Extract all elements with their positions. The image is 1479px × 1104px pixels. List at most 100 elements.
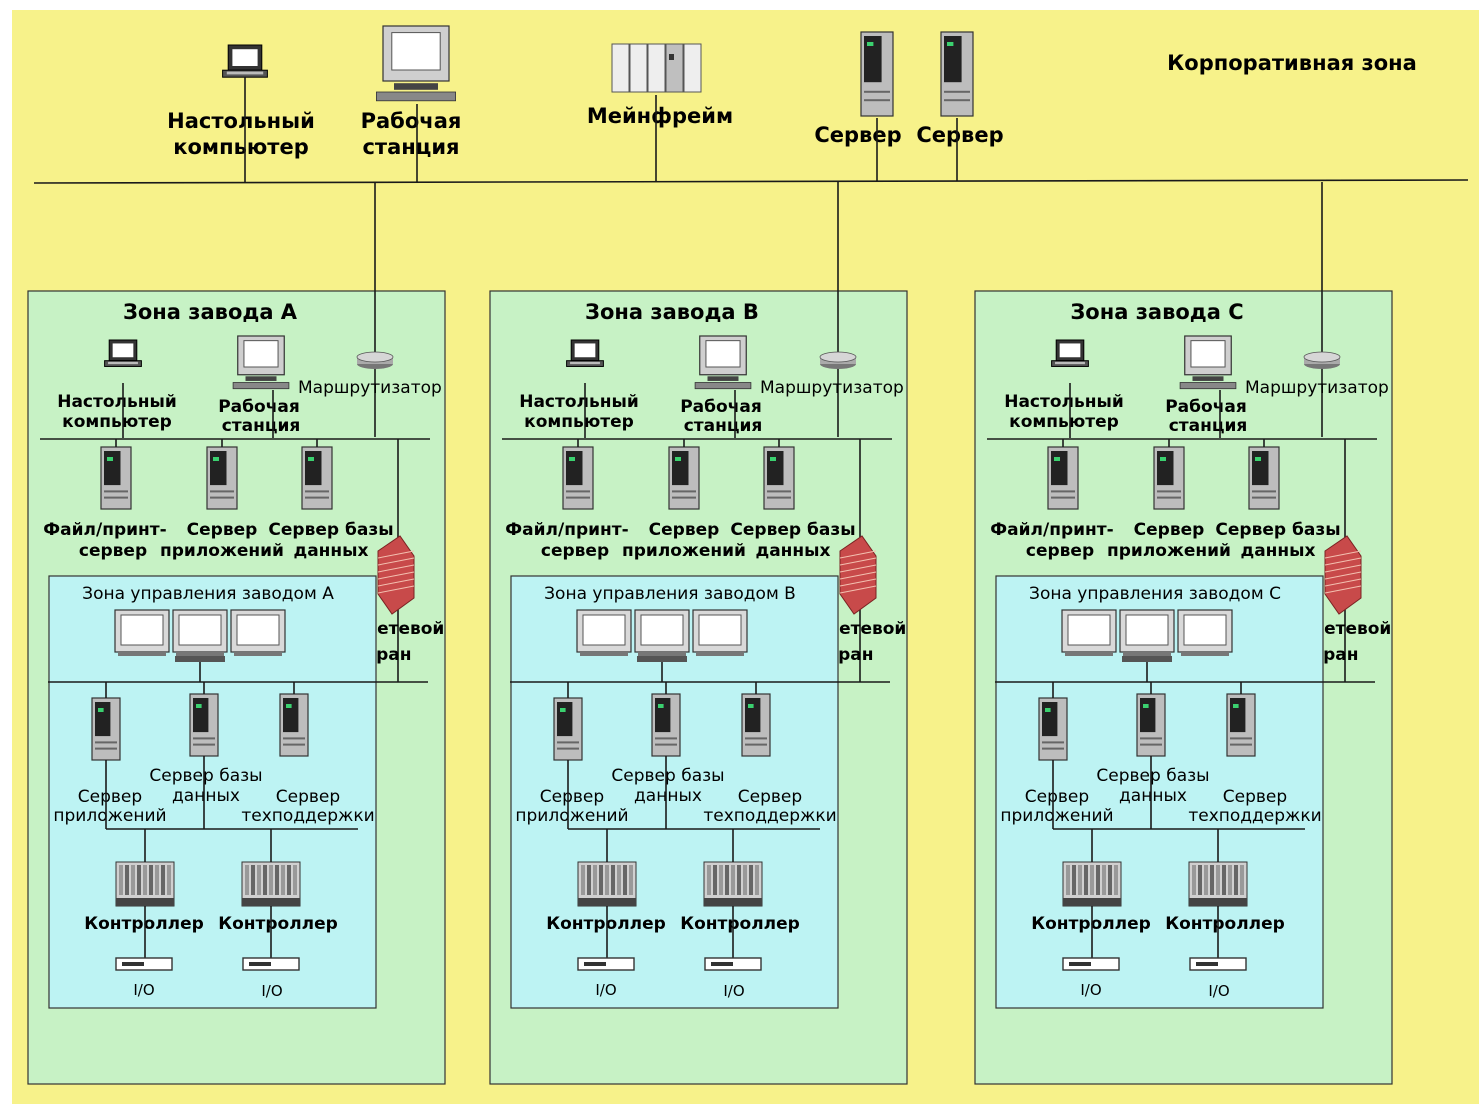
plant-zone-a: Зона завода AНастольныйкомпьютерРабочаяс… — [27, 182, 446, 1085]
operator-console-icon — [114, 609, 286, 662]
firewall-icon — [839, 535, 877, 615]
db-server-label: данных — [1240, 541, 1315, 561]
plant-workstation-label: станция — [684, 416, 763, 436]
file-print-server-label: сервер — [1026, 541, 1094, 561]
file-print-server-label: Файл/принт- — [43, 520, 166, 540]
corporate-zone-label: Корпоративная зона — [1167, 51, 1417, 75]
plant-workstation-label: Рабочая — [1165, 397, 1247, 417]
corp-workstation-label: станция — [362, 135, 459, 159]
server-icon — [1248, 446, 1280, 510]
control-zone-title: Зона управления заводом A — [82, 584, 334, 604]
ctrl-db-server-label: Сервер базы — [611, 766, 724, 786]
io-module-icon — [1062, 957, 1120, 971]
plant-desktop-label: Настольный — [57, 392, 177, 412]
controller-icon — [115, 861, 175, 907]
ctrl-support-server-label: техподдержки — [1188, 806, 1321, 826]
router-icon — [356, 351, 394, 369]
server-icon — [562, 446, 594, 510]
io-module-icon — [242, 957, 300, 971]
controller-icon — [241, 861, 301, 907]
workstation-icon — [1179, 335, 1237, 390]
corp-desktop-label: Настольный — [167, 109, 315, 133]
ctrl-support-server-label: Сервер — [276, 787, 340, 807]
server-icon — [1136, 693, 1166, 757]
desktop-computer-icon — [566, 339, 604, 367]
firewall-icon — [1324, 535, 1362, 615]
app-server-label: Сервер — [187, 520, 258, 540]
control-zone-title: Зона управления заводом C — [1029, 584, 1281, 604]
plant-zone-title: Зона завода C — [1070, 300, 1243, 324]
controller-label: Контроллер — [218, 914, 338, 934]
ctrl-app-server-label: Сервер — [540, 787, 604, 807]
controller-label: Контроллер — [1165, 914, 1285, 934]
server-icon — [763, 446, 795, 510]
db-server-label: данных — [755, 541, 830, 561]
app-server-label: Сервер — [649, 520, 720, 540]
control-zone: Зона управления заводом BСерверприложени… — [510, 575, 890, 1009]
router-icon — [819, 351, 857, 369]
desktop-computer-icon — [104, 339, 142, 367]
server-icon — [668, 446, 700, 510]
ctrl-db-server-label: данных — [172, 786, 240, 806]
plant-desktop-label: Настольный — [1004, 392, 1124, 412]
io-label: I/O — [1208, 982, 1229, 1000]
server-icon — [279, 693, 309, 757]
plant-workstation-label: Рабочая — [218, 397, 300, 417]
router-icon — [1303, 351, 1341, 369]
plant-desktop-label: компьютер — [524, 412, 634, 432]
corp-desktop-label: компьютер — [173, 135, 309, 159]
router-label: Маршрутизатор — [1245, 378, 1389, 398]
plant-desktop-label: компьютер — [62, 412, 172, 432]
ctrl-support-server-label: Сервер — [738, 787, 802, 807]
plant-desktop-label: компьютер — [1009, 412, 1119, 432]
db-server-label: данных — [293, 541, 368, 561]
server-icon — [1047, 446, 1079, 510]
desktop-computer-icon — [1051, 339, 1089, 367]
io-label: I/O — [133, 981, 154, 999]
server-label: Сервер — [916, 123, 1003, 147]
file-print-server-label: Файл/принт- — [505, 520, 628, 540]
desktop-computer-icon — [222, 44, 268, 78]
server-icon — [860, 31, 894, 117]
server-icon — [553, 697, 583, 761]
router-label: Маршрутизатор — [298, 378, 442, 398]
plant-workstation-label: станция — [1169, 416, 1248, 436]
app-server-label: Сервер — [1134, 520, 1205, 540]
db-server-label: Сервер базы — [268, 520, 393, 540]
controller-label: Контроллер — [84, 914, 204, 934]
server-icon — [91, 697, 121, 761]
app-server-label: приложений — [1107, 541, 1231, 561]
server-icon — [1153, 446, 1185, 510]
ctrl-app-server-label: приложений — [1000, 806, 1113, 826]
server-icon — [206, 446, 238, 510]
file-print-server-label: сервер — [541, 541, 609, 561]
ctrl-db-server-label: Сервер базы — [149, 766, 262, 786]
server-icon — [189, 693, 219, 757]
ctrl-support-server-label: техподдержки — [241, 806, 374, 826]
ctrl-support-server-label: Сервер — [1223, 787, 1287, 807]
db-server-label: Сервер базы — [1215, 520, 1340, 540]
mainframe-icon — [611, 43, 702, 93]
ctrl-support-server-label: техподдержки — [703, 806, 836, 826]
router-label: Маршрутизатор — [760, 378, 904, 398]
server-icon — [1226, 693, 1256, 757]
ctrl-app-server-label: Сервер — [78, 787, 142, 807]
controller-icon — [1062, 861, 1122, 907]
operator-console-icon — [1061, 609, 1233, 662]
io-module-icon — [704, 957, 762, 971]
plant-desktop-label: Настольный — [519, 392, 639, 412]
mainframe-label: Мейнфрейм — [587, 104, 733, 128]
server-icon — [100, 446, 132, 510]
server-icon — [1038, 697, 1068, 761]
plant-workstation-label: станция — [222, 416, 301, 436]
ctrl-db-server-label: данных — [1119, 786, 1187, 806]
plant-workstation-label: Рабочая — [680, 397, 762, 417]
ctrl-app-server-label: приложений — [515, 806, 628, 826]
io-label: I/O — [1080, 981, 1101, 999]
server-label: Сервер — [814, 123, 901, 147]
file-print-server-label: сервер — [79, 541, 147, 561]
workstation-icon — [375, 25, 456, 102]
workstation-icon — [694, 335, 752, 390]
control-zone-title: Зона управления заводом B — [544, 584, 796, 604]
